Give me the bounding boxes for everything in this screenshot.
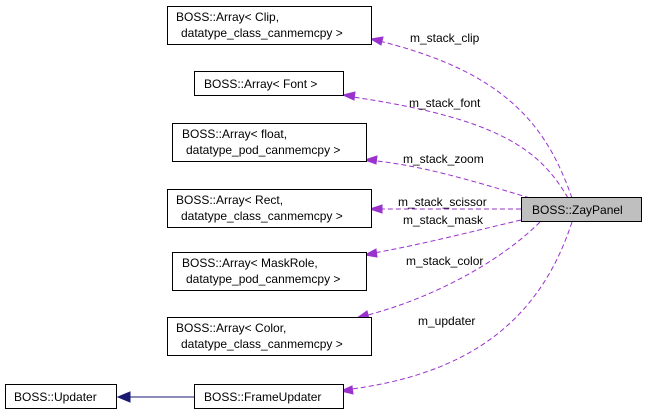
edge-zoom <box>367 159 531 199</box>
edge-updater-arrow-icon <box>339 385 354 395</box>
node-zaypanel-label: BOSS::ZayPanel <box>532 203 623 217</box>
node-updater-box <box>5 384 117 409</box>
node-zaypanel-box <box>521 197 642 222</box>
node-clip[interactable]: BOSS::Array< Clip, datatype_class_canmem… <box>167 6 372 45</box>
node-rect[interactable]: BOSS::Array< Rect, datatype_class_canmem… <box>167 189 372 228</box>
node-color-line2: datatype_class_canmemcpy > <box>181 337 343 351</box>
edge-label-zoom: m_stack_zoom <box>403 152 484 166</box>
node-clip-box <box>167 6 372 45</box>
node-zoom-line2: datatype_pod_canmemcpy > <box>186 143 340 157</box>
edge-label-scissor: m_stack_scissor <box>398 195 487 209</box>
node-zoom-line1: BOSS::Array< float, <box>182 127 287 141</box>
node-zaypanel[interactable]: BOSS::ZayPanel <box>521 197 642 222</box>
edge-font <box>345 95 569 199</box>
node-zoom-box <box>172 123 367 162</box>
member-edges <box>339 36 573 395</box>
node-updater[interactable]: BOSS::Updater <box>5 384 117 409</box>
edge-zoom-arrow-icon <box>363 155 378 165</box>
node-font-box <box>194 71 344 96</box>
edge-mask-arrow-icon <box>363 248 378 258</box>
node-rect-line2: datatype_class_canmemcpy > <box>181 209 343 223</box>
node-mask-line1: BOSS::Array< MaskRole, <box>182 256 318 270</box>
edge-label-color: m_stack_color <box>406 254 483 268</box>
inheritance-arrow-icon <box>116 391 131 403</box>
node-frameupdater-line1: BOSS::FrameUpdater <box>204 390 321 404</box>
edge-font-arrow-icon <box>341 91 356 101</box>
node-mask[interactable]: BOSS::Array< MaskRole, datatype_pod_canm… <box>172 252 367 291</box>
node-clip-line2: datatype_class_canmemcpy > <box>181 26 343 40</box>
edge-label-clip: m_stack_clip <box>410 31 480 45</box>
node-clip-line1: BOSS::Array< Clip, <box>176 10 279 24</box>
node-mask-box <box>172 252 367 291</box>
edge-labels: m_stack_clip m_stack_font m_stack_zoom m… <box>398 31 487 328</box>
edge-rect-arrow-icon <box>368 204 383 214</box>
node-color[interactable]: BOSS::Array< Color, datatype_class_canme… <box>167 317 372 356</box>
node-rect-line1: BOSS::Array< Rect, <box>176 193 283 207</box>
edge-mask <box>367 219 522 255</box>
node-font-line1: BOSS::Array< Font > <box>204 77 317 91</box>
node-frameupdater[interactable]: BOSS::FrameUpdater <box>194 384 344 409</box>
node-rect-box <box>167 189 372 228</box>
node-frameupdater-box <box>194 384 344 409</box>
node-updater-line1: BOSS::Updater <box>14 390 97 404</box>
edge-label-font: m_stack_font <box>409 96 481 110</box>
edge-label-mask: m_stack_mask <box>403 213 484 227</box>
inheritance-edges <box>116 391 194 403</box>
edge-color <box>359 221 541 318</box>
node-zoom[interactable]: BOSS::Array< float, datatype_pod_canmemc… <box>172 123 367 162</box>
edge-clip-arrow-icon <box>369 36 384 46</box>
node-mask-line2: datatype_pod_canmemcpy > <box>186 272 340 286</box>
node-color-box <box>167 317 372 356</box>
edge-clip <box>374 39 573 199</box>
node-color-line1: BOSS::Array< Color, <box>176 321 286 335</box>
node-font[interactable]: BOSS::Array< Font > <box>194 71 344 96</box>
edge-label-updater: m_updater <box>418 314 475 328</box>
edge-updater <box>343 221 573 391</box>
